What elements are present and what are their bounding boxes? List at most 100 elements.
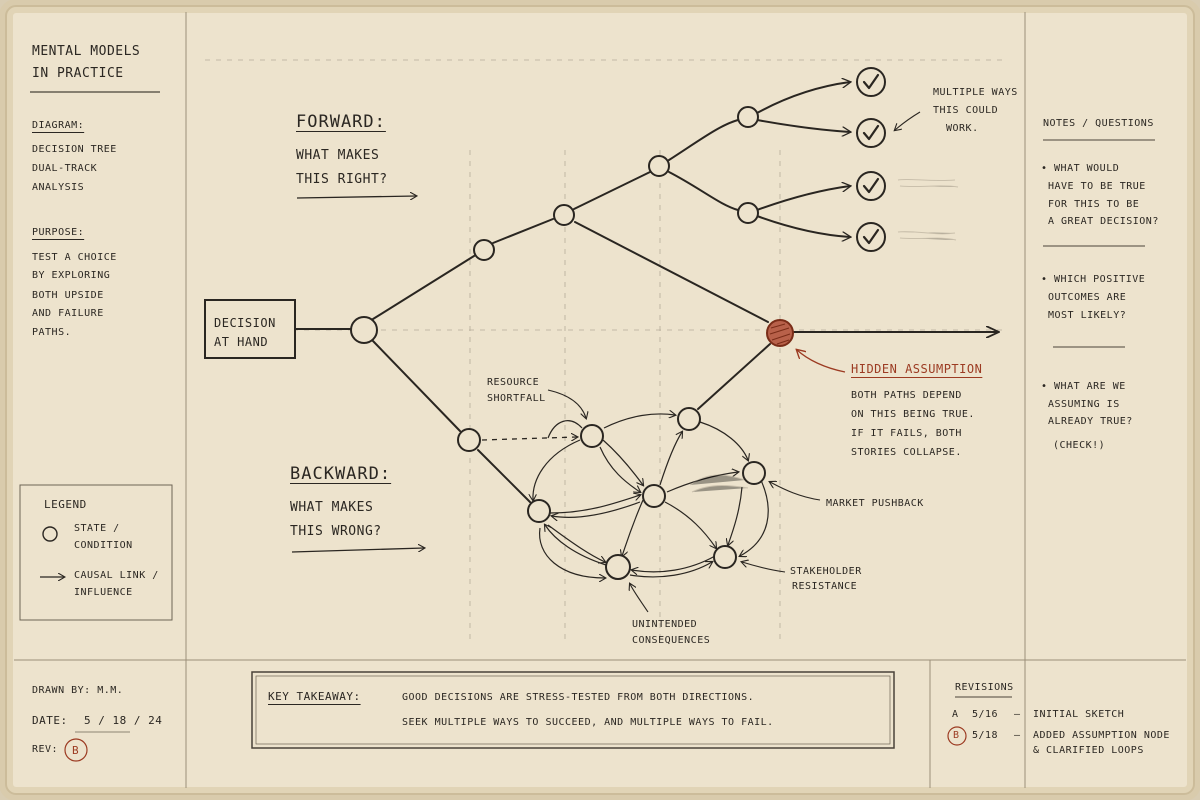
revision-a-id: A xyxy=(952,709,959,720)
decision-label-line-1: Decision xyxy=(214,316,276,330)
feedback-loop-arrows xyxy=(533,414,769,578)
backward-title: Backward: xyxy=(290,464,392,484)
stakeholder-label-line-2: resistance xyxy=(792,581,858,592)
tree-edges xyxy=(294,82,998,503)
node-forward-4a xyxy=(737,106,759,128)
purpose-line-2: by exploring xyxy=(32,270,111,281)
note-q2-line-2: outcomes are xyxy=(1048,292,1127,303)
purpose-line-4: and failure xyxy=(32,308,104,319)
forward-title: Forward: xyxy=(296,112,386,132)
forward-line-2: this right? xyxy=(296,172,388,187)
takeaway-box-inner xyxy=(255,675,891,745)
outcome-checks xyxy=(856,67,886,252)
node-loop-center xyxy=(642,484,666,508)
diagram-label: Diagram: xyxy=(32,120,85,131)
backward-line-1: What makes xyxy=(290,500,374,515)
legend-state-line-2: condition xyxy=(74,540,133,551)
frame-lines xyxy=(14,12,1186,788)
resource-arrow xyxy=(547,389,586,418)
node-unintended xyxy=(605,554,631,580)
note-check: (Check!) xyxy=(1053,440,1106,451)
multiple-ways-line-3: work. xyxy=(946,123,979,134)
title-line-2: in Practice xyxy=(32,66,124,81)
node-resource xyxy=(580,424,604,448)
purpose-line-5: paths. xyxy=(32,327,72,338)
rev-circle xyxy=(64,738,88,762)
revision-b-date: 5/18 xyxy=(972,730,999,741)
market-pushback-label: Market pushback xyxy=(826,498,924,509)
diagram-line-3: analysis xyxy=(32,182,85,193)
resource-label-line-2: shortfall xyxy=(487,393,546,404)
revision-b-note-line-2: & clarified loops xyxy=(1033,745,1144,756)
note-q3-line-1: • What are we xyxy=(1041,381,1126,392)
revision-b-note-line-1: Added assumption node xyxy=(1033,730,1170,741)
unintended-label-line-2: consequences xyxy=(632,635,711,646)
backward-arrow xyxy=(291,548,424,553)
note-q1-line-3: for this to be xyxy=(1048,199,1140,210)
note-q2-line-3: most likely? xyxy=(1048,310,1127,321)
outcome-2-check-icon xyxy=(856,118,886,148)
drawn-by: Drawn by: M.M. xyxy=(32,685,124,696)
node-stakeholder xyxy=(713,545,737,569)
revision-b-circle xyxy=(947,726,967,746)
node-forward-2 xyxy=(553,204,575,226)
note-q3-line-2: assuming is xyxy=(1048,399,1120,410)
node-forward-3 xyxy=(648,155,670,177)
hidden-assumption-line-1: Both paths depend xyxy=(851,390,962,401)
purpose-line-1: Test a choice xyxy=(32,252,117,263)
revision-a-note: Initial sketch xyxy=(1033,709,1125,720)
legend-node-symbol xyxy=(42,526,58,542)
note-q1-line-1: • What would xyxy=(1041,163,1120,174)
hidden-assumption-arrow xyxy=(797,350,846,373)
multiple-ways-line-2: this could xyxy=(933,105,999,116)
node-backward-1 xyxy=(457,428,481,452)
forward-arrow xyxy=(296,196,416,198)
takeaway-line-1: Good decisions are stress-tested from bo… xyxy=(402,692,755,703)
revision-a-dash: – xyxy=(1014,709,1021,720)
notes-title: Notes / Questions xyxy=(1043,118,1154,129)
revision-a-date: 5/16 xyxy=(972,709,999,720)
date-value: 5 / 18 / 24 xyxy=(84,714,163,727)
stakeholder-arrow xyxy=(742,562,786,573)
hidden-assumption-line-4: stories collapse. xyxy=(851,447,962,458)
check-marks xyxy=(862,73,880,245)
backward-line-2: this wrong? xyxy=(290,524,382,539)
note-q3-line-3: already true? xyxy=(1048,416,1133,427)
note-q1-line-4: a great decision? xyxy=(1048,216,1159,227)
hidden-assumption-line-2: on this being true. xyxy=(851,409,975,420)
outcome-3-check-icon xyxy=(856,171,886,201)
legend-link-line-1: Causal link / xyxy=(74,570,159,581)
legend-state-line-1: State / xyxy=(74,523,120,534)
decision-box-frame xyxy=(204,299,296,359)
market-arrow xyxy=(770,482,821,501)
takeaway-box xyxy=(251,671,895,749)
diagram-line-1: Decision tree xyxy=(32,144,117,155)
purpose-line-3: both upside xyxy=(32,290,104,301)
node-market xyxy=(742,461,766,485)
decision-label-line-2: at hand xyxy=(214,335,269,349)
forward-line-1: What makes xyxy=(296,148,380,163)
tree-nodes xyxy=(350,106,766,580)
resource-label-line-1: Resource xyxy=(487,377,540,388)
hidden-assumption-line-3: If it fails, both xyxy=(851,428,962,439)
assumption-hatch xyxy=(769,323,791,345)
legend-link-line-2: influence xyxy=(74,587,133,598)
revision-b-dash: – xyxy=(1014,730,1021,741)
hidden-assumption-title: Hidden assumption xyxy=(851,362,983,376)
node-forward-4b xyxy=(737,202,759,224)
unintended-arrow xyxy=(630,584,649,613)
legend-box xyxy=(19,484,173,621)
diagram-line-2: dual-track xyxy=(32,163,98,174)
revision-b-id: B xyxy=(953,730,960,741)
takeaway-line-2: Seek multiple ways to succeed, and multi… xyxy=(402,717,774,728)
note-q2-line-1: • Which positive xyxy=(1041,274,1146,285)
outcome-1-check-icon xyxy=(856,67,886,97)
node-backward-upper xyxy=(677,407,701,431)
purpose-label: Purpose: xyxy=(32,227,85,238)
outcome-4-check-icon xyxy=(856,222,886,252)
rev-value: B xyxy=(72,744,80,757)
node-root xyxy=(350,316,378,344)
unintended-label-line-1: Unintended xyxy=(632,619,698,630)
